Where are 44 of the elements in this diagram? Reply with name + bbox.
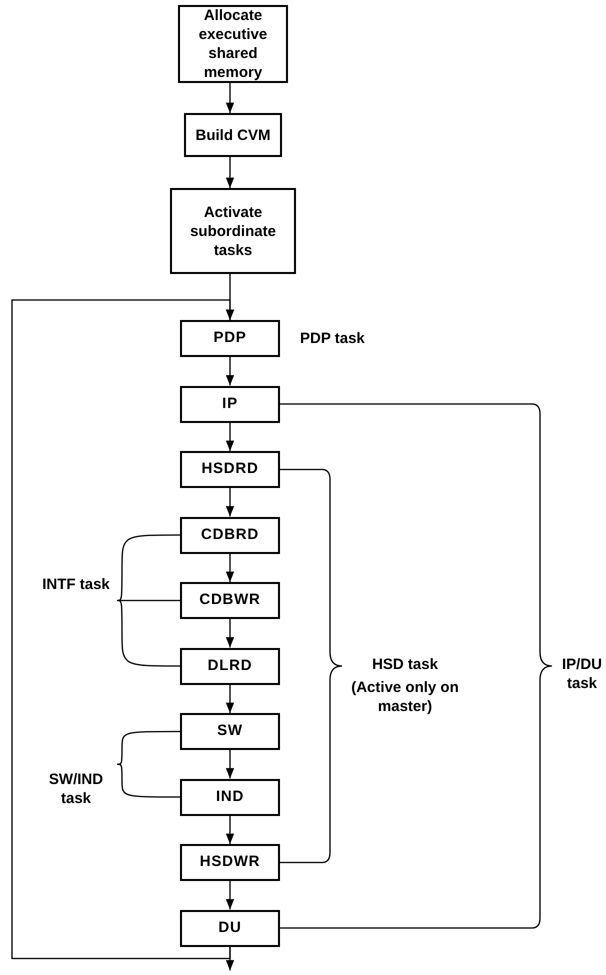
process-box xyxy=(180,713,280,750)
process-box xyxy=(170,188,296,274)
process-box xyxy=(180,844,280,881)
box-label: HSDWR xyxy=(200,852,260,872)
box-label: SW xyxy=(217,721,243,742)
box-label: CDBWR xyxy=(199,590,261,610)
box-label: CDBRD xyxy=(201,524,259,545)
task-label: INTF task xyxy=(41,575,111,594)
box-label: Build CVM xyxy=(196,126,270,144)
process-box xyxy=(180,451,280,488)
process-box xyxy=(180,516,280,554)
box-label: Allocate executive shared memory xyxy=(198,6,268,82)
process-box xyxy=(180,386,280,422)
arrow xyxy=(226,619,234,648)
task-label: IP/DU task xyxy=(560,655,603,693)
box-label: Activate subordinate tasks xyxy=(189,202,277,260)
arrow xyxy=(226,881,234,910)
arrow xyxy=(226,488,234,516)
box-label: HSDRD xyxy=(201,459,259,480)
process-box xyxy=(180,648,280,684)
process-box xyxy=(178,5,288,83)
process-box xyxy=(180,320,280,357)
box-label: IP xyxy=(222,394,238,414)
arrow xyxy=(226,357,234,386)
arrow xyxy=(226,816,234,844)
task-label: (Active only on master) xyxy=(350,678,460,716)
box-label: PDP xyxy=(213,328,247,348)
box-label: DU xyxy=(218,918,242,938)
arrow xyxy=(11,299,234,960)
process-box xyxy=(180,910,280,946)
arrow xyxy=(226,554,234,582)
arrow xyxy=(226,750,234,778)
task-label: PDP task xyxy=(300,329,365,349)
box-label: DLRD xyxy=(208,656,252,676)
arrow xyxy=(226,157,234,188)
process-box xyxy=(180,582,280,619)
arrow xyxy=(226,422,234,451)
box-label: IND xyxy=(216,786,244,807)
task-label: SW/IND task xyxy=(48,770,104,808)
arrow xyxy=(226,684,234,713)
task-label: HSD task xyxy=(371,655,439,674)
process-box xyxy=(184,113,282,157)
process-box xyxy=(180,778,280,816)
arrow xyxy=(226,83,234,113)
